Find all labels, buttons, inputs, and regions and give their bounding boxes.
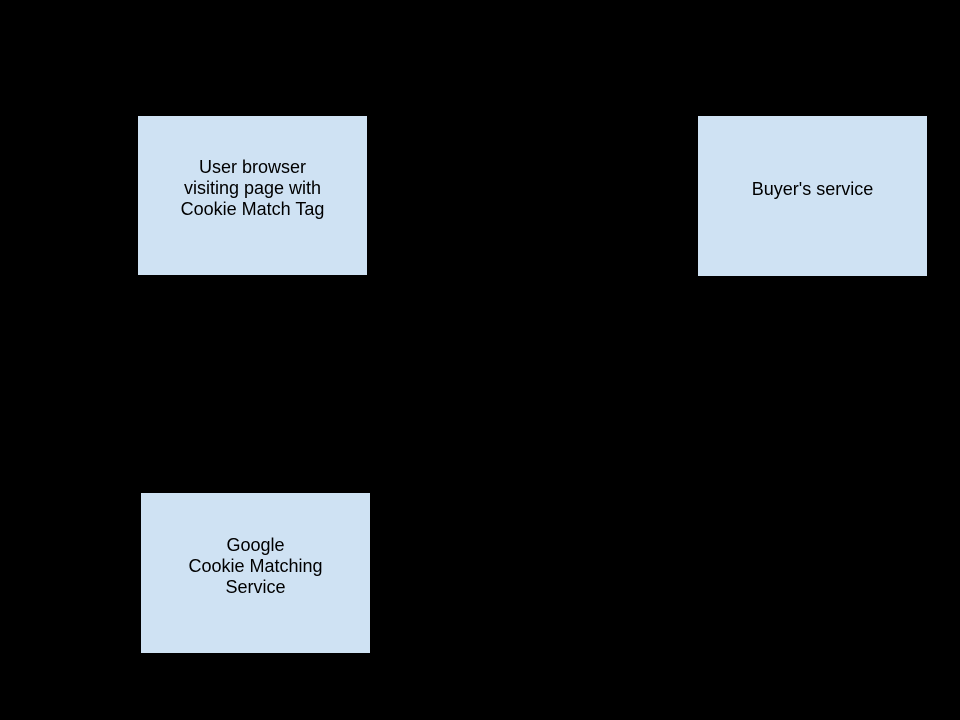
node-buyers-service-label: Buyer's service [751,178,874,199]
node-user-browser-label: User browser visiting page with Cookie M… [180,157,325,219]
node-user-browser: User browser visiting page with Cookie M… [137,115,368,276]
node-google-cookie-matching-service: Google Cookie Matching Service [140,492,371,654]
node-buyers-service: Buyer's service [697,115,928,277]
node-google-cookie-matching-service-label: Google Cookie Matching Service [188,534,323,597]
